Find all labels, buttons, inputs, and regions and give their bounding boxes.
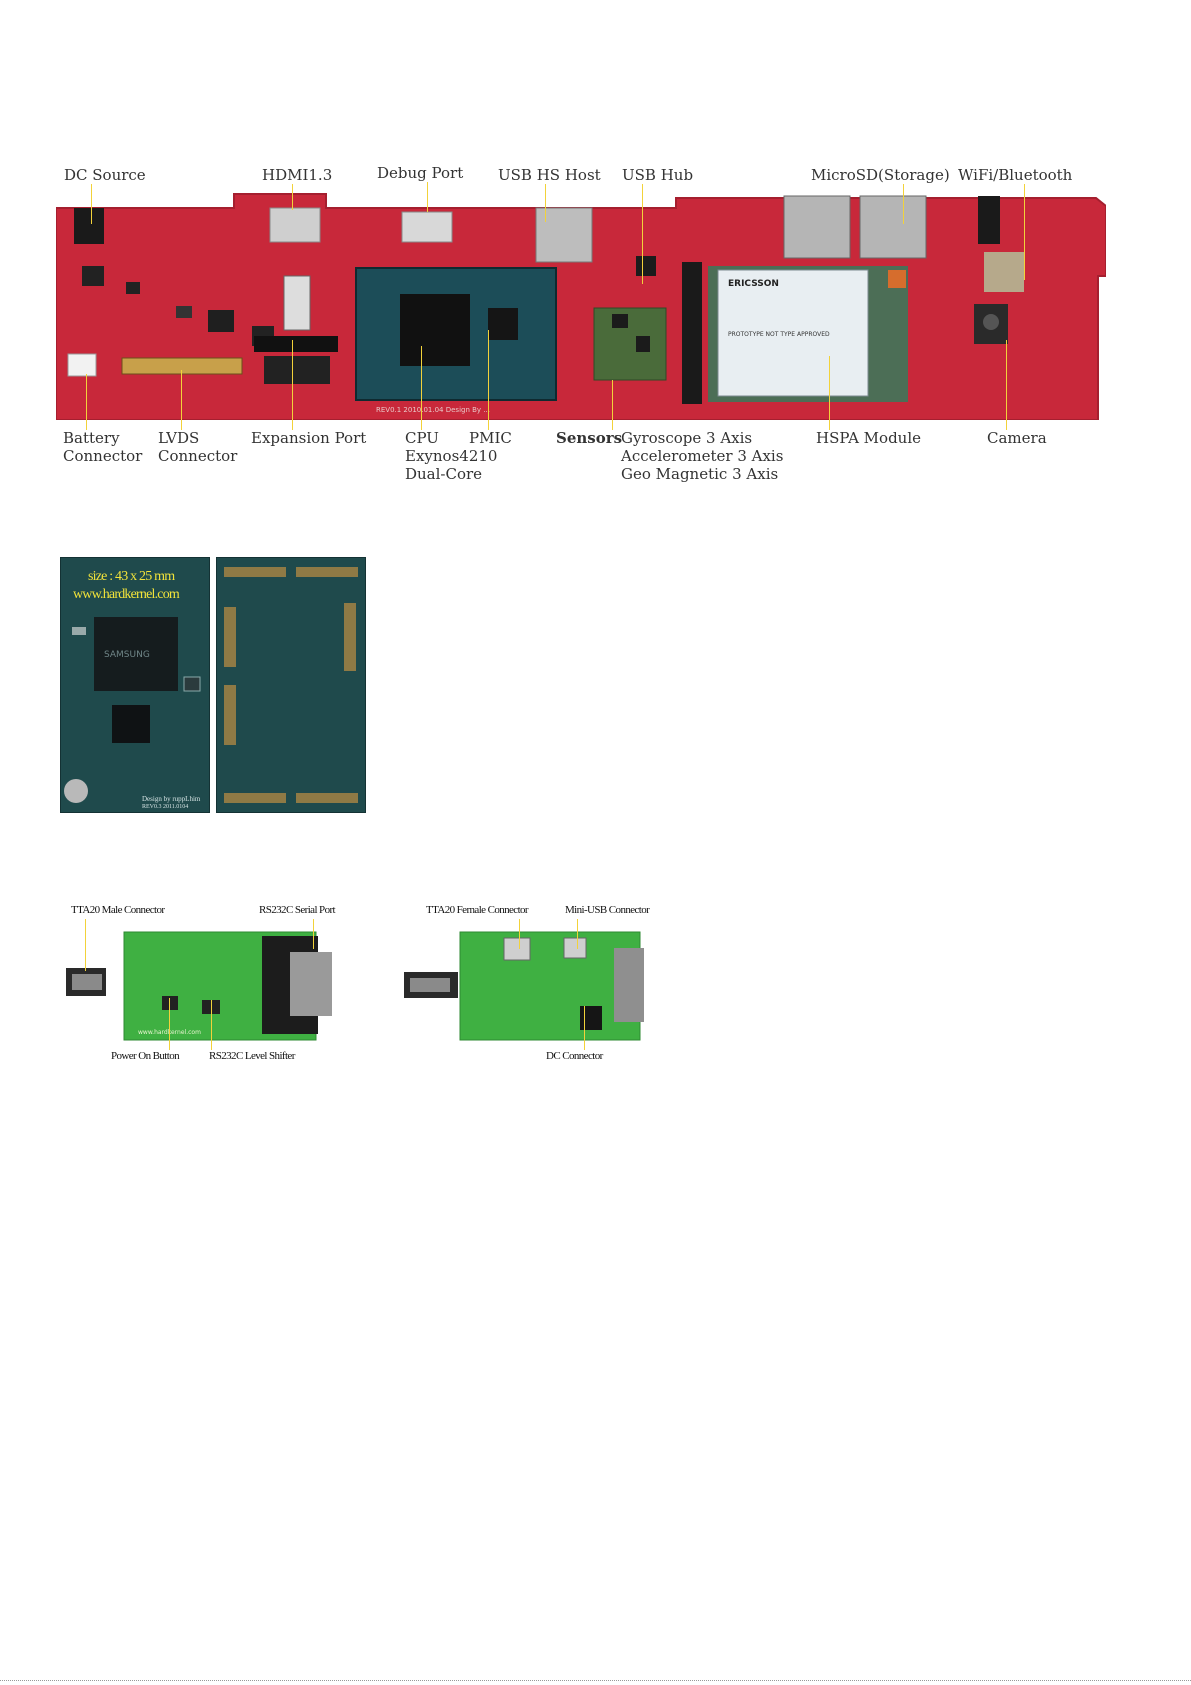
label-usb-hs-host: USB HS Host	[498, 166, 601, 184]
module-rev-text: REV0.3 2011.0104	[142, 804, 189, 810]
leader-usb-hub	[642, 184, 643, 284]
leader-tta20-male	[85, 919, 86, 971]
leader-power-button	[169, 998, 170, 1050]
label-pmic: PMIC	[469, 429, 512, 447]
label-level-shifter: RS232C Level Shifter	[209, 1050, 295, 1062]
leader-wifi	[1024, 184, 1025, 280]
leader-hspa	[829, 356, 830, 430]
leader-cpu	[421, 346, 422, 430]
label-cpu-2: Exynos4210	[405, 447, 498, 465]
label-cpu-3: Dual-Core	[405, 465, 483, 483]
leader-hdmi	[292, 184, 293, 210]
leader-level-shifter	[211, 1000, 212, 1050]
leader-microsd	[903, 184, 904, 224]
chip-text: SAMSUNG	[104, 650, 150, 660]
leader-rs232-port	[313, 919, 314, 949]
leader-pmic	[488, 330, 489, 430]
leader-debug	[427, 182, 428, 212]
label-dc-connector: DC Connector	[546, 1050, 603, 1062]
hspa-brand-text: ERICSSON	[728, 279, 779, 289]
page-footer-rule	[0, 1680, 1191, 1681]
label-battery-1: Battery	[63, 429, 120, 447]
leader-dc	[91, 184, 92, 224]
main-board-photo: REV0.1 2010.01.04 Design By ... ERICSSON…	[56, 186, 1106, 420]
module-design-text: Design by ruppLhim	[142, 795, 201, 803]
label-sensor-accelerometer: Accelerometer 3 Axis	[621, 447, 784, 465]
hspa-prototype-text: PROTOTYPE NOT TYPE APPROVED	[728, 331, 830, 338]
module-back-photo	[216, 557, 366, 813]
adapter-front-photo: www.hardkernel.com	[66, 930, 332, 1042]
label-cpu-1: CPU	[405, 429, 439, 447]
label-wifi-bluetooth: WiFi/Bluetooth	[958, 166, 1073, 184]
leader-battery	[86, 374, 87, 430]
label-dc-source: DC Source	[64, 166, 146, 184]
leader-camera	[1006, 340, 1007, 430]
label-mini-usb: Mini-USB Connector	[565, 904, 650, 916]
label-tta20-female: TTA20 Female Connector	[426, 904, 529, 916]
label-microsd: MicroSD(Storage)	[811, 166, 950, 184]
label-hdmi: HDMI1.3	[262, 166, 333, 184]
leader-tta20-female	[519, 919, 520, 949]
label-usb-hub: USB Hub	[622, 166, 694, 184]
module-front-photo: SAMSUNG	[60, 557, 210, 813]
label-lvds-2: Connector	[158, 447, 238, 465]
label-rs232-port: RS232C Serial Port	[259, 904, 336, 916]
label-power-button: Power On Button	[111, 1050, 180, 1062]
label-battery-2: Connector	[63, 447, 143, 465]
leader-usb-host	[545, 184, 546, 222]
label-hspa-module: HSPA Module	[816, 429, 921, 447]
label-tta20-male: TTA20 Male Connector	[71, 904, 165, 916]
module-size-text: size : 43 x 25 mm	[88, 569, 175, 584]
leader-expansion	[292, 340, 293, 430]
leader-sensors	[612, 380, 613, 430]
leader-dc-connector	[584, 1006, 585, 1050]
label-sensor-gyroscope: Gyroscope 3 Axis	[621, 429, 753, 447]
label-sensors: Sensors	[556, 429, 623, 447]
label-debug-port: Debug Port	[377, 164, 464, 182]
label-expansion-port: Expansion Port	[251, 429, 367, 447]
adapter-back-photo	[404, 930, 654, 1042]
label-camera: Camera	[987, 429, 1047, 447]
leader-mini-usb	[577, 919, 578, 949]
leader-lvds	[181, 370, 182, 430]
silkscreen-text: REV0.1 2010.01.04 Design By ...	[376, 406, 490, 414]
module-url-text: www.hardkernel.com	[73, 587, 180, 602]
label-lvds-1: LVDS	[158, 429, 200, 447]
label-sensor-geomagnetic: Geo Magnetic 3 Axis	[621, 465, 779, 483]
